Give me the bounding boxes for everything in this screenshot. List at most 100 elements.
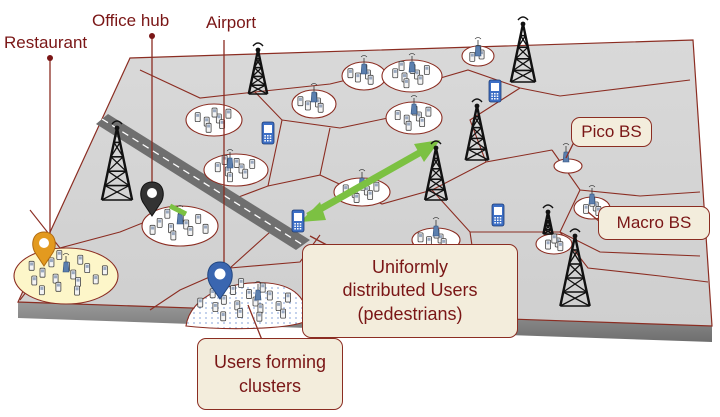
mobile-phone-icon (183, 219, 190, 230)
macro-bs-callout: Macro BS (598, 206, 710, 240)
standalone-users-layer (261, 79, 505, 233)
mobile-phone-icon (249, 159, 256, 169)
mobile-phone-icon (77, 254, 84, 265)
mobile-phone-icon (55, 281, 62, 292)
uniform-users-line-1: Uniformly (371, 256, 448, 277)
mobile-phone-icon (156, 217, 163, 228)
mobile-phone-icon (52, 273, 59, 284)
cluster-users-line-2: clusters (238, 376, 301, 396)
mobile-phone-icon (214, 162, 221, 173)
mobile-phone-icon (403, 78, 410, 89)
pico-station-icon (62, 253, 70, 273)
wireless-links (168, 140, 440, 222)
pico-station-icon (432, 217, 440, 237)
mobile-phone-icon (149, 224, 156, 235)
mobile-phone-icon (367, 190, 374, 200)
mobile-phone-icon (275, 301, 282, 312)
mobile-phone-icon (304, 100, 311, 111)
mobile-phone-icon (197, 297, 204, 308)
pico-station-icon (226, 149, 234, 169)
pico-station-icon (474, 37, 482, 57)
mobile-phone-icon (398, 61, 405, 71)
mobile-phone-icon (423, 65, 430, 75)
mobile-phone-icon (417, 74, 424, 85)
mobile-phone-icon (225, 108, 232, 119)
macro-tower-icon (542, 204, 554, 235)
mobile-phone-icon (280, 308, 286, 319)
office-hub-label: Office hub (92, 11, 170, 30)
mobile-phone-icon (367, 74, 374, 85)
macro-tower-icon (559, 228, 591, 307)
mobile-phone-icon (394, 110, 401, 121)
pico-station-icon (310, 83, 318, 103)
mobile-phone-icon (259, 282, 266, 293)
mobile-phone-icon (220, 294, 227, 305)
mobile-phone-icon (256, 311, 263, 322)
mobile-phone-icon (488, 79, 502, 103)
mobile-phone-icon (297, 96, 304, 107)
map-pin-icon (140, 181, 164, 217)
mobile-phone-icon (194, 112, 201, 123)
mobile-phone-icon (220, 311, 227, 322)
uniform-users-line-2: distributed Users (342, 280, 478, 301)
mobile-phone-icon (545, 239, 551, 250)
mobile-phone-icon (101, 265, 108, 276)
leader-lines (49, 36, 601, 341)
pico-bs-callout: Pico BS (571, 117, 652, 147)
mobile-phone-icon (38, 285, 45, 296)
uniform-users-callout: Uniformly distributed Users (pedestrians… (302, 244, 518, 338)
uniform-users-line-3: (pedestrians) (357, 303, 463, 324)
mobile-phone-icon (230, 285, 236, 295)
macro-tower-icon (464, 98, 490, 161)
mobile-phone-icon (233, 158, 240, 168)
mobile-phone-icon (373, 181, 380, 192)
airport-label: Airport (206, 13, 257, 32)
cluster-users-callout: Users forming clusters (197, 338, 343, 410)
mobile-phone-icon (28, 260, 35, 271)
mobile-phone-icon (491, 203, 505, 227)
mobile-phone-icon (469, 51, 476, 62)
mobile-phone-icon (405, 120, 412, 131)
pin-dot (149, 33, 155, 39)
pico-station-icon (408, 53, 416, 73)
pico-station-icon (254, 281, 262, 301)
mobile-phone-icon (92, 274, 99, 285)
macro-tower-icon (247, 42, 269, 95)
macro-tower-icon (100, 120, 134, 201)
mobile-phone-icon (583, 204, 589, 214)
mobile-phone-icon (195, 213, 202, 224)
mobile-phone-icon (246, 289, 252, 299)
restaurant-label: Restaurant (4, 33, 88, 52)
mobile-phone-icon (551, 233, 558, 244)
mobile-phone-icon (70, 269, 77, 280)
mobile-phone-icon (205, 122, 212, 133)
macro-tower-icon (509, 16, 537, 83)
macro-bs-label: Macro BS (616, 213, 692, 232)
pin-dot (47, 55, 53, 61)
pico-station-icon (360, 55, 368, 75)
mobile-phone-icon (266, 290, 273, 301)
mobile-phone-icon (557, 241, 564, 252)
mobile-phone-icon (48, 257, 55, 268)
mobile-phone-icon (291, 209, 305, 233)
macro-towers-layer (100, 16, 591, 307)
macro-tower-icon (423, 140, 449, 201)
mobile-phone-icon (56, 250, 63, 260)
mobile-phone-icon (187, 226, 194, 236)
mobile-phone-icon (317, 102, 324, 113)
mobile-phone-icon (419, 117, 426, 127)
mobile-phone-icon (221, 155, 228, 165)
pico-station-icon (410, 95, 418, 115)
mobile-phone-icon (84, 263, 91, 274)
mobile-phone-icon (75, 277, 81, 287)
mobile-phone-icon (211, 107, 218, 118)
mobile-phone-icon (417, 232, 424, 243)
map-pin-icon (32, 231, 56, 267)
mobile-phone-icon (237, 308, 244, 319)
mobile-phone-icon (425, 106, 432, 117)
mobile-phone-icon (353, 193, 360, 203)
mobile-phone-icon (285, 292, 291, 303)
mobile-phone-icon (238, 278, 245, 289)
mobile-phone-icon (170, 230, 177, 241)
